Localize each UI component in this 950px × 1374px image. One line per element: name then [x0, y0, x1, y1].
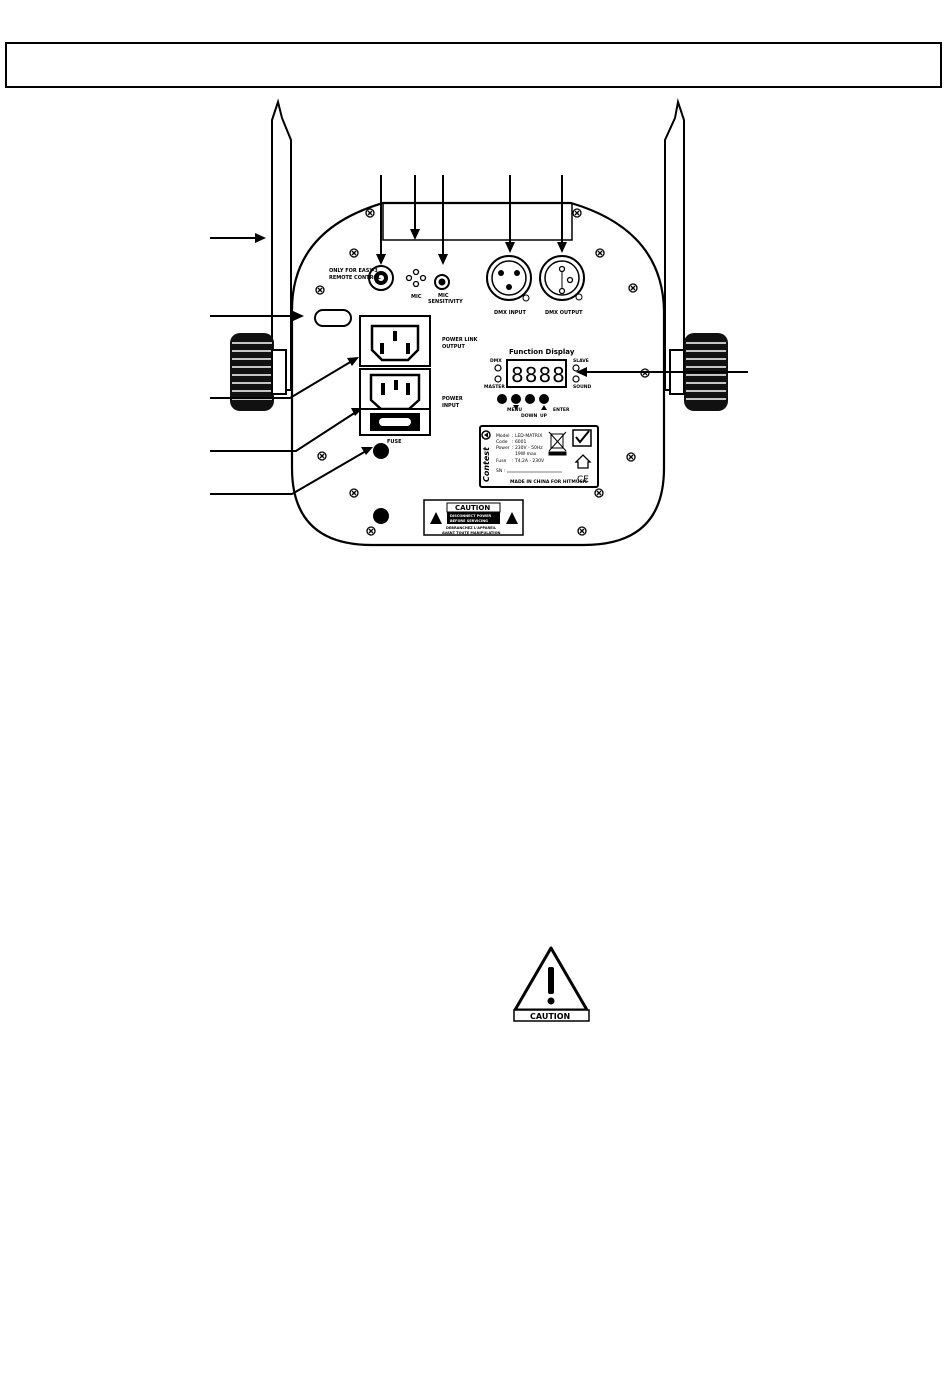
caution-sign-label: CAUTION	[530, 1012, 570, 1021]
nameplate-brand: Contest	[482, 446, 491, 482]
remote-label-line2: REMOTE CONTROL	[329, 275, 382, 281]
weee-bin-icon	[548, 431, 567, 456]
led-master-label: MASTER	[484, 384, 505, 390]
np-ce: CE	[577, 475, 589, 485]
np-model-val: : LED-MATRIX	[512, 433, 542, 439]
caution-label-line3: DEBRANCHEZ L'APPAREIL	[446, 526, 497, 530]
black-hole-lower	[373, 508, 389, 524]
power-link-output-socket	[359, 315, 431, 367]
power-input-socket	[359, 368, 431, 411]
np-fuse-key: Fuse	[496, 458, 507, 464]
caution-label-title: CAUTION	[455, 504, 490, 512]
mic-sens-line2: SENSITIVITY	[428, 299, 463, 305]
power-link-line1: POWER LINK	[442, 337, 479, 343]
dmx-output-connector	[539, 255, 585, 301]
led-display	[506, 359, 567, 388]
np-model-key: Model	[496, 433, 510, 439]
led-slave-label: SLAVE	[573, 358, 589, 364]
dmx-input-label: DMX INPUT	[494, 310, 526, 316]
callout-arrowheads	[255, 229, 587, 455]
np-power-val2: 19W max	[515, 451, 537, 457]
check-mark-icon	[572, 429, 592, 447]
mic-sens-line1: MIC	[438, 293, 449, 299]
remote-jack	[368, 265, 394, 291]
down-arrow-icon	[513, 405, 519, 410]
power-input-line2: INPUT	[442, 403, 460, 409]
np-sn-label: SN :	[496, 468, 505, 474]
black-hole-upper	[373, 443, 389, 459]
np-power-key: Power	[496, 445, 510, 451]
fuse-label: FUSE	[387, 439, 402, 445]
led-display-digits: 8888	[511, 363, 566, 387]
caution-sign-icon	[513, 946, 590, 1022]
btn-enter-label: ENTER	[553, 407, 570, 413]
function-display-title: Function Display	[509, 348, 575, 356]
up-arrow-icon	[541, 405, 547, 410]
fuse-holder	[359, 408, 431, 436]
led-sound-label: SOUND	[573, 384, 591, 390]
np-fuse-val: : T4,2A - 230V	[512, 458, 545, 464]
remote-label-line1: ONLY FOR EASY-3	[329, 268, 378, 274]
btn-menu-label: MENU	[507, 407, 522, 413]
indoor-house-icon	[574, 454, 592, 469]
btn-up-label: UP	[540, 413, 548, 419]
caution-label	[423, 499, 524, 536]
np-made-in: MADE IN CHINA FOR HITMUSIC	[510, 479, 588, 485]
left-knob	[230, 333, 287, 411]
led-dmx-label: DMX	[490, 358, 502, 364]
header-box	[5, 42, 942, 88]
mic-sensitivity-knob	[434, 274, 450, 290]
mic-holes	[405, 268, 427, 288]
np-code-val: : 6001	[512, 439, 527, 445]
dmx-input-connector	[486, 255, 532, 302]
status-leds	[494, 364, 580, 383]
power-link-line2: OUTPUT	[442, 344, 465, 350]
panel-top-tab	[382, 203, 573, 241]
cable-slot	[314, 309, 352, 327]
btn-down-label: DOWN	[521, 413, 538, 419]
mic-label: MIC	[411, 294, 422, 300]
np-code-key: Code	[496, 439, 508, 445]
dmx-output-label: DMX OUTPUT	[545, 310, 583, 316]
power-input-line1: POWER	[442, 396, 463, 402]
control-buttons	[497, 394, 549, 404]
panel-outline	[290, 201, 666, 547]
caution-label-line4: AVANT TOUTE MANIPULATION	[442, 531, 501, 535]
callout-lines	[210, 175, 748, 495]
np-power-val: : 230V - 50Hz	[512, 445, 543, 451]
caution-label-line1: DISCONNECT POWER	[450, 514, 491, 518]
caution-label-line2: BEFORE SERVICING	[450, 519, 488, 523]
